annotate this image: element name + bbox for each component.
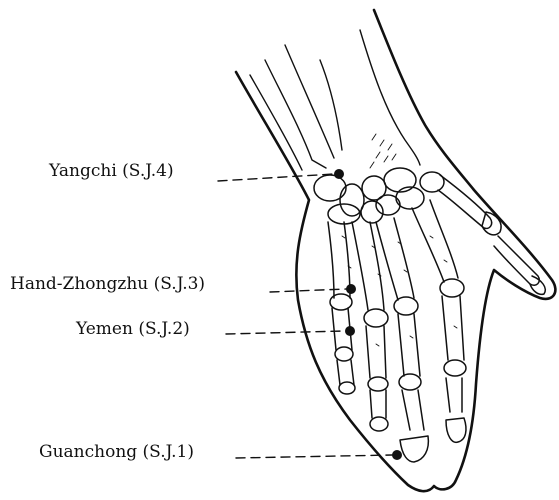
bone-hatching: [370, 134, 396, 168]
point-label-zhongzhu: Hand-Zhongzhu (S.J.3): [10, 276, 205, 293]
forearm-line: [320, 60, 342, 150]
acupoint-yemen-dot: [345, 326, 355, 336]
carpal-bones: [314, 168, 444, 224]
acupoint-yangchi-dot: [334, 169, 344, 179]
point-label-yangchi: Yangchi (S.J.4): [49, 163, 174, 180]
forearm-line: [250, 75, 302, 170]
finger-bones-little: [328, 222, 355, 394]
leader-line-guanchong: [236, 455, 392, 458]
point-label-guanchong: Guanchong (S.J.1): [39, 444, 194, 461]
leader-line-yemen: [226, 331, 345, 334]
acupoint-zhongzhu-dot: [346, 284, 356, 294]
finger-bones-ring: [352, 222, 388, 431]
hand-outline: [236, 10, 555, 491]
forearm-line: [265, 60, 326, 168]
forearm-line: [285, 45, 334, 158]
point-label-yemen: Yemen (S.J.2): [76, 321, 190, 338]
acupoint-guanchong-dot: [392, 450, 402, 460]
